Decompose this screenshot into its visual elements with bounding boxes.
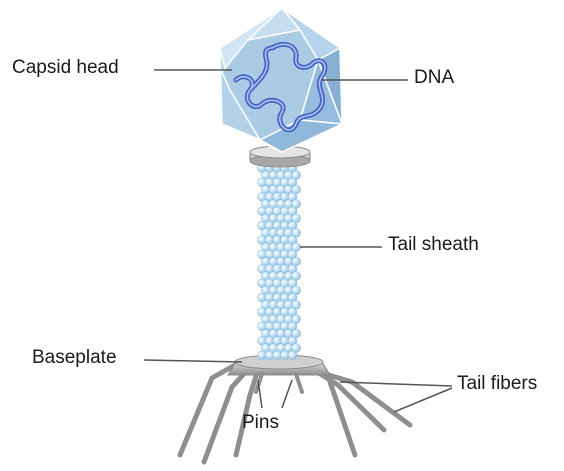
leader-baseplate [144, 360, 242, 362]
tail-sheath-shape [258, 164, 301, 360]
label-dna: DNA [414, 67, 454, 89]
leader-fiber-2 [394, 388, 452, 412]
leader-pin-2 [282, 380, 292, 408]
label-tail-fibers: Tail fibers [457, 373, 537, 395]
label-capsid-head: Capsid head [12, 57, 119, 79]
sheath-bead [288, 351, 297, 360]
label-baseplate: Baseplate [32, 347, 117, 369]
label-pins: Pins [242, 412, 279, 434]
pins-shape [256, 374, 302, 392]
label-tail-sheath: Tail sheath [388, 234, 479, 256]
